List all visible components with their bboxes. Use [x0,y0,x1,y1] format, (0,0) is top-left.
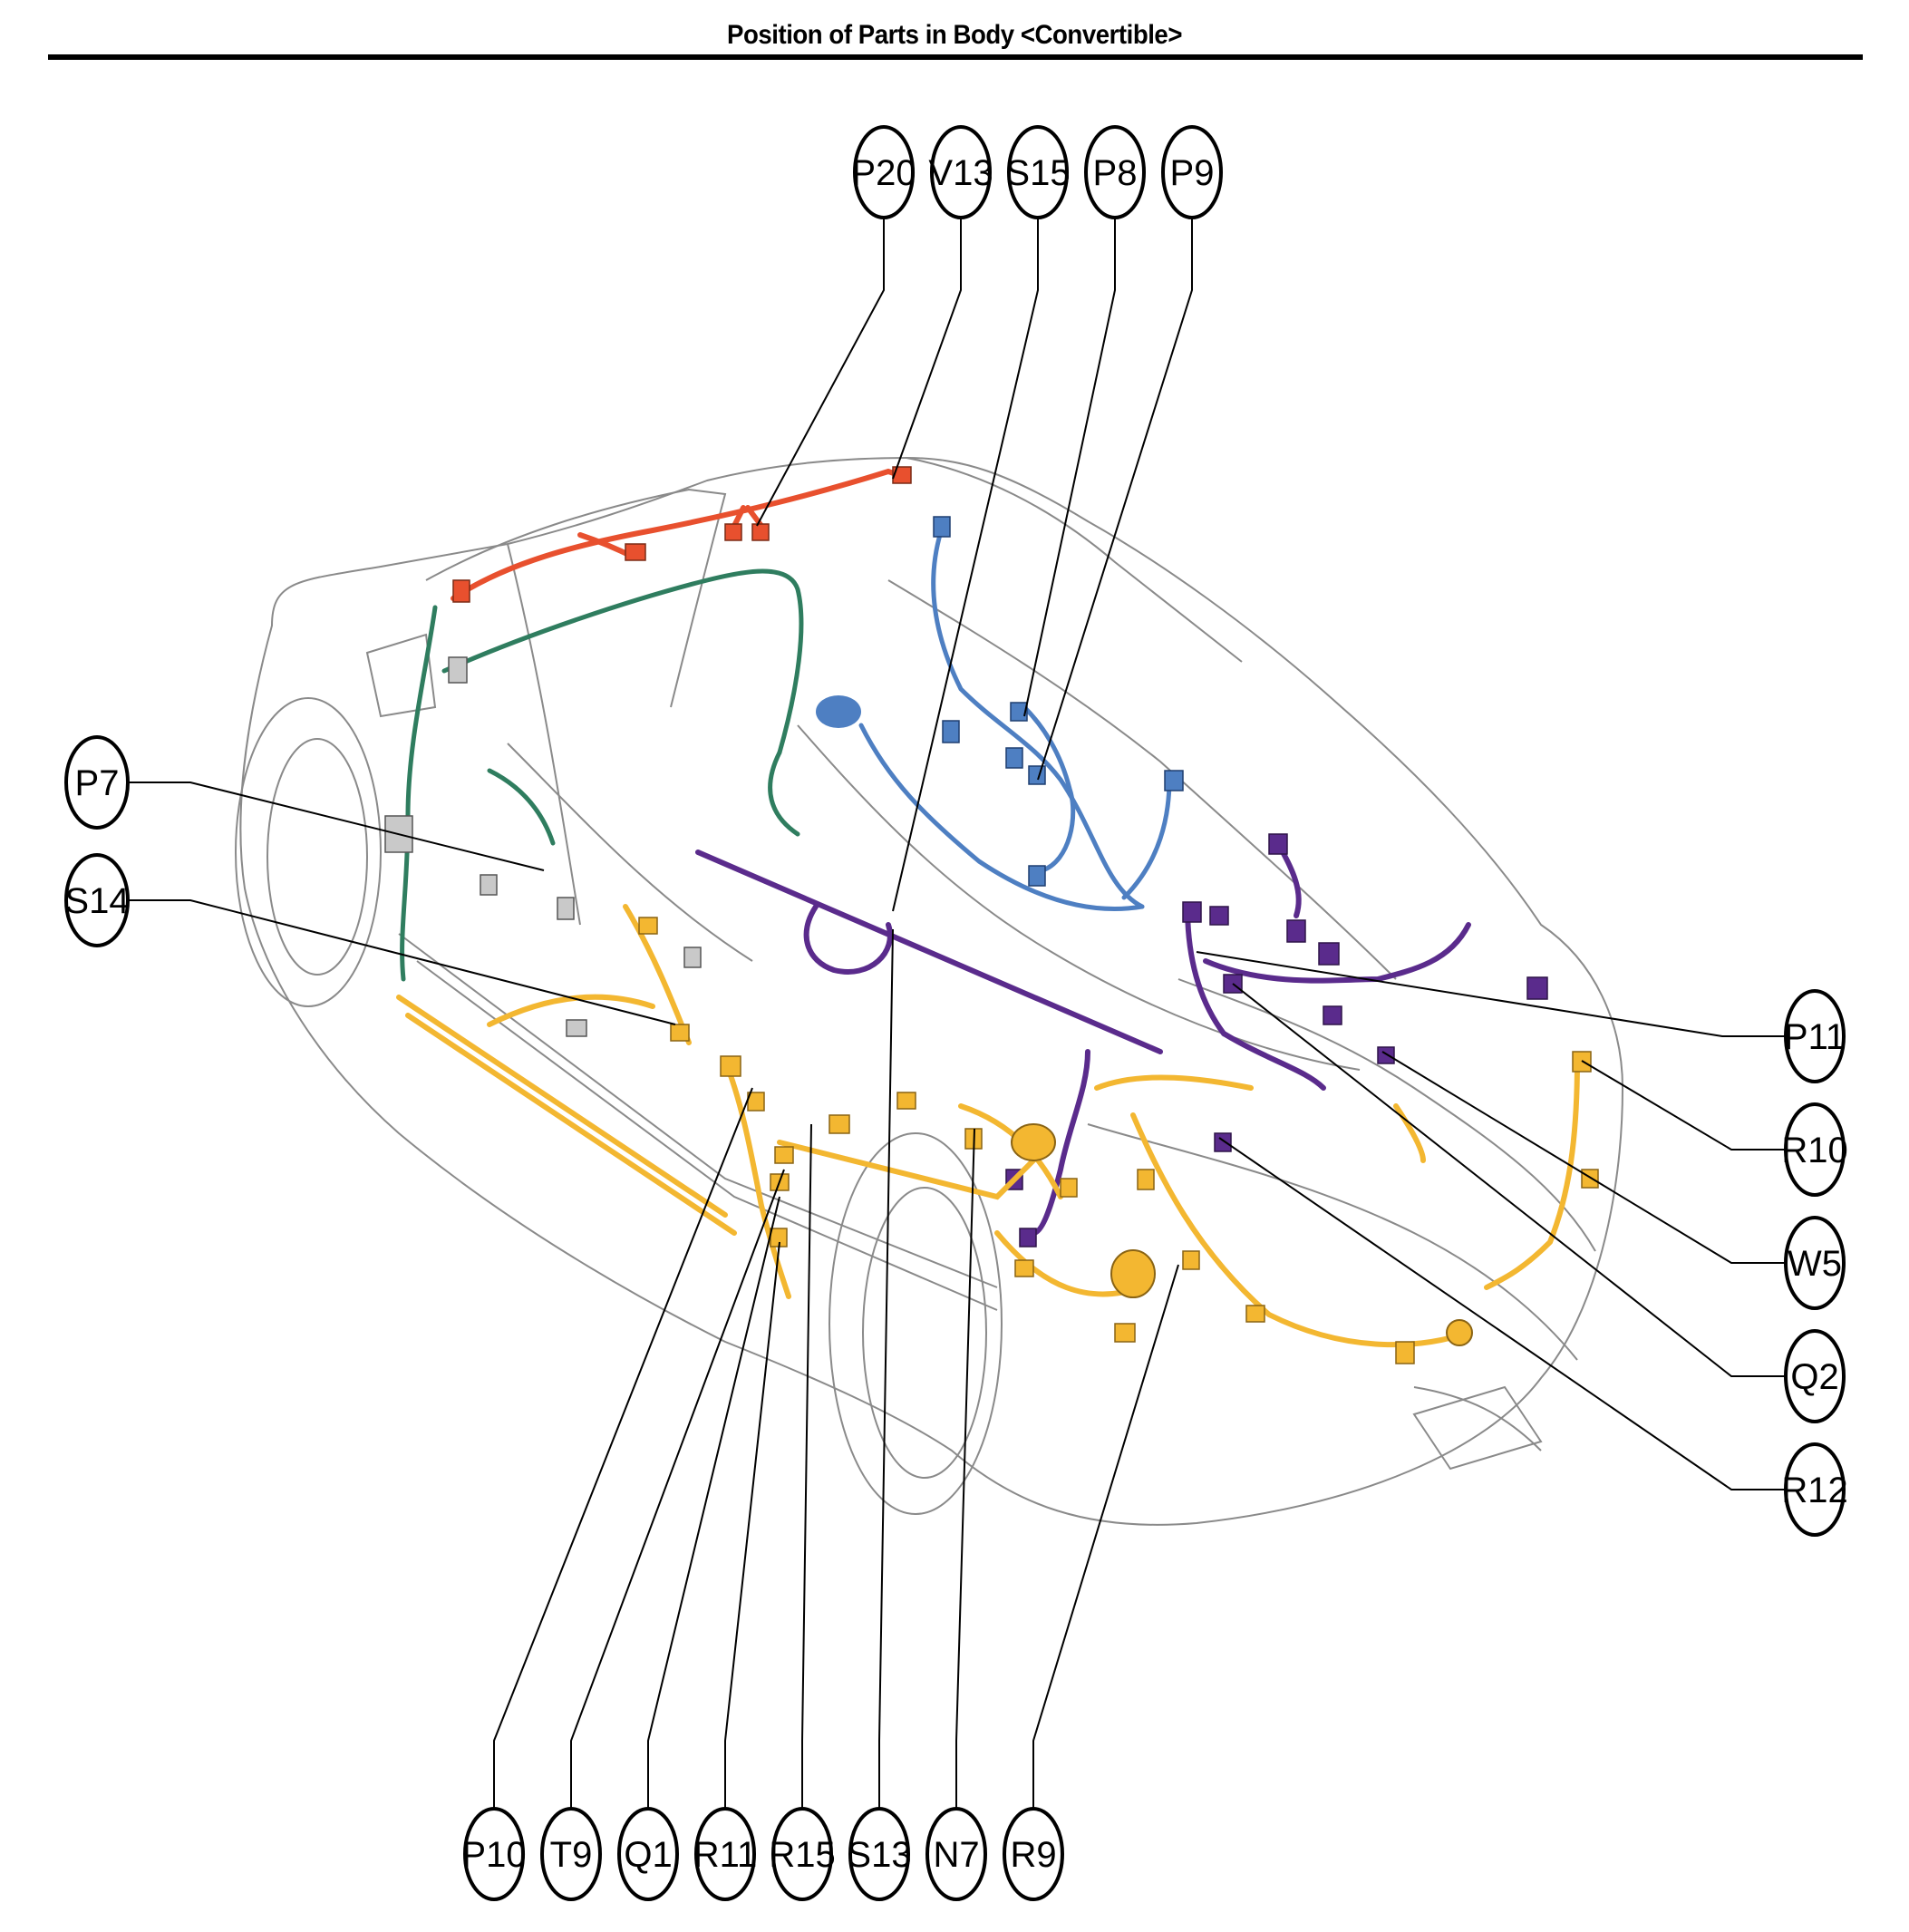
svg-text:P7: P7 [75,763,120,803]
car-body-outline [239,456,1624,1526]
svg-text:P11: P11 [1784,1017,1846,1057]
svg-text:Q2: Q2 [1790,1357,1838,1397]
floor-yellow-harness [396,904,1580,1348]
svg-text:R11: R11 [693,1835,757,1875]
svg-text:R10: R10 [1781,1131,1847,1170]
callout-P9: P9 [1161,125,1223,219]
roof-harness-connectors [452,466,912,603]
callout-R10: R10 [1781,1102,1848,1197]
svg-text:S14: S14 [64,881,129,921]
svg-text:R15: R15 [769,1835,835,1875]
svg-text:R9: R9 [1010,1835,1056,1875]
callout-W5: W5 [1784,1216,1846,1310]
callout-S13: S13 [847,1807,912,1901]
callout-P8: P8 [1084,125,1146,219]
svg-text:R12: R12 [1781,1471,1847,1510]
blue-harness-connectors [933,516,1184,887]
svg-text:P10: P10 [461,1835,526,1875]
callout-R15: R15 [769,1807,836,1901]
callout-P7: P7 [64,735,130,830]
callout-R9: R9 [1003,1807,1064,1901]
svg-text:Q1: Q1 [624,1835,672,1875]
callout-P10: P10 [461,1807,527,1901]
front-wheel [235,697,382,1007]
yellow-grommets [1011,1123,1473,1346]
svg-text:N7: N7 [933,1835,979,1875]
callout-T9: T9 [540,1807,602,1901]
blue-grommet [816,695,861,728]
page-title: Position of Parts in Body <Convertible> [727,20,1182,50]
callout-R11: R11 [693,1807,757,1901]
callout-V13: V13 [928,125,993,219]
instrument-panel-harness [400,568,804,982]
svg-text:P20: P20 [851,153,916,193]
svg-text:W5: W5 [1788,1244,1842,1284]
callout-P11: P11 [1784,989,1846,1083]
callout-S15: S15 [1005,125,1071,219]
svg-text:S15: S15 [1005,153,1070,193]
callout-R12: R12 [1781,1442,1848,1537]
svg-text:S13: S13 [847,1835,911,1875]
svg-text:V13: V13 [928,153,993,193]
callout-Q1: Q1 [617,1807,679,1901]
rear-wheel [829,1132,1003,1515]
blue-harness [858,523,1172,911]
svg-text:T9: T9 [550,1835,593,1875]
gray-connectors [384,656,702,1037]
rear-purple-connectors [1005,833,1548,1248]
callout-Q2: Q2 [1784,1329,1846,1423]
callout-S14: S14 [64,853,130,947]
rear-purple-harness [695,840,1471,1236]
title-rule [48,54,1863,60]
callout-P20: P20 [851,125,916,219]
svg-text:P9: P9 [1170,153,1215,193]
svg-text:P8: P8 [1093,153,1138,193]
callout-N7: N7 [925,1807,987,1901]
